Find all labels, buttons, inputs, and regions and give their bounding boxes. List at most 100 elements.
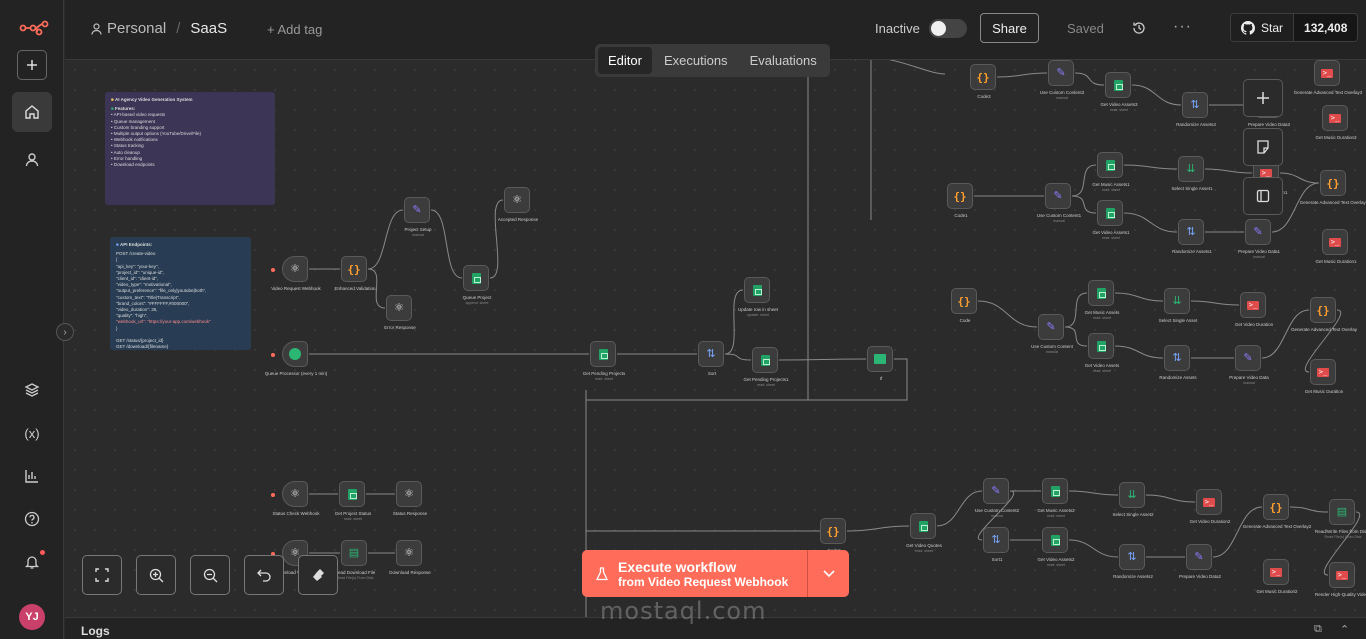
connection-line[interactable] <box>1204 168 1253 174</box>
expand-sidebar-chevron-icon[interactable]: › <box>56 323 74 341</box>
tab-evaluations[interactable]: Evaluations <box>749 53 817 68</box>
node-accepted-response[interactable]: ⚛Accepted Response <box>498 187 538 222</box>
connection-line[interactable] <box>430 209 463 279</box>
connection-line[interactable] <box>1279 172 1320 184</box>
node-generate-advanced-text2[interactable]: {}Generate Advanced Text Overlay2 <box>1243 494 1311 529</box>
connection-line[interactable] <box>978 490 1014 541</box>
connection-line[interactable] <box>778 358 867 361</box>
fit-view-button[interactable] <box>82 555 122 595</box>
node-video-request-webhook[interactable]: ⚛Video Request Webhook <box>271 256 321 291</box>
logs-panel[interactable]: Logs ⧉ ⌃ <box>65 617 1366 639</box>
node-status-response[interactable]: ⚛Status Response <box>393 481 427 516</box>
connection-line[interactable] <box>367 268 386 309</box>
connection-line[interactable] <box>1305 309 1341 373</box>
tidy-up-button[interactable] <box>298 555 338 595</box>
node-status-check-webhook[interactable]: ⚛Status Check Webhook <box>271 481 319 516</box>
node-render-high-quality[interactable]: >_Render High-Quality Video2 <box>1315 562 1366 597</box>
node-generate-advanced-text[interactable]: {}Generate Advanced Text Overlay <box>1291 297 1357 332</box>
sticky-note-api[interactable]: ■ API Endpoints: POST /create-video{"api… <box>110 237 251 350</box>
node-select-single-asset1[interactable]: ⇊Select Single Asset1 <box>1171 156 1213 191</box>
help-icon[interactable] <box>12 499 52 539</box>
node-code3[interactable]: {}Code3 <box>970 64 996 99</box>
connection-line[interactable] <box>936 490 983 527</box>
node-select-single-asset2[interactable]: ⇊Select Single Asset2 <box>1112 482 1154 517</box>
node-randomize-assets2[interactable]: ⇅Randomize Assets2 <box>1113 544 1153 579</box>
connection-line[interactable] <box>1261 309 1310 359</box>
connection-line[interactable] <box>1114 292 1164 302</box>
node-queue-processor[interactable]: Queue Processor (every 1 min) <box>265 341 327 376</box>
node-download-response[interactable]: ⚛Download Response <box>389 540 431 575</box>
tab-executions[interactable]: Executions <box>663 53 728 68</box>
connection-line[interactable] <box>1071 164 1097 197</box>
popout-icon[interactable]: ⧉ <box>1314 623 1322 635</box>
insights-icon[interactable] <box>12 456 52 496</box>
github-star-button[interactable]: Star 132,408 <box>1230 13 1359 42</box>
zoom-in-button[interactable] <box>136 555 176 595</box>
node-prepare-video-data2[interactable]: ✎Prepare Video Data2 <box>1179 544 1221 579</box>
connection-line[interactable] <box>977 300 1038 328</box>
execute-workflow-main[interactable]: Execute workflow from Video Request Webh… <box>582 550 808 597</box>
add-tag-button[interactable]: + Add tag <box>267 22 323 37</box>
connection-line[interactable] <box>1190 300 1240 306</box>
undo-button[interactable] <box>244 555 284 595</box>
node-error-response[interactable]: ⚛Error Response <box>384 295 416 330</box>
node-code1[interactable]: {}Code1 <box>947 183 973 218</box>
connection-line[interactable] <box>1064 326 1088 347</box>
add-icon[interactable] <box>17 50 47 80</box>
node-randomize-assets3[interactable]: ⇅Randomize Assets3 <box>1176 92 1216 127</box>
templates-icon[interactable] <box>12 370 52 410</box>
connection-line[interactable] <box>1074 72 1105 86</box>
connection-line[interactable] <box>846 525 910 532</box>
connection-line[interactable] <box>1068 539 1119 558</box>
chevron-up-icon[interactable]: ⌃ <box>1340 624 1350 636</box>
node-select-single-asset[interactable]: ⇊Select Single Asset <box>1159 288 1197 323</box>
node-code[interactable]: {}Code <box>951 288 977 323</box>
connection-line[interactable] <box>1114 345 1164 359</box>
workflow-canvas[interactable]: ■ AI Agency Video Generation System ■ Fe… <box>65 60 1366 617</box>
connection-line[interactable] <box>855 60 946 75</box>
sticky-note-overview[interactable]: ■ AI Agency Video Generation System ■ Fe… <box>105 92 275 205</box>
connection-line[interactable] <box>1289 506 1329 513</box>
node-enhanced-validation[interactable]: {}Enhanced Validation <box>335 256 375 291</box>
active-toggle[interactable] <box>929 19 967 38</box>
home-icon[interactable] <box>12 92 52 132</box>
connection-line[interactable] <box>724 353 752 361</box>
add-node-button[interactable] <box>1243 79 1283 117</box>
node-randomize-assets1[interactable]: ⇅Randomize Assets1 <box>1172 219 1212 254</box>
connection-line[interactable] <box>1123 212 1178 233</box>
connection-line[interactable] <box>1123 164 1178 170</box>
toggle-panel-button[interactable] <box>1243 177 1283 215</box>
connection-line[interactable] <box>1064 292 1088 328</box>
workflow-name[interactable]: SaaS <box>190 20 228 37</box>
tab-editor[interactable]: Editor <box>598 47 652 74</box>
node-if[interactable]: If <box>867 346 893 381</box>
node-sort1[interactable]: ⇅Sort1 <box>983 527 1009 562</box>
connection-line[interactable] <box>1131 84 1182 106</box>
connection-line[interactable] <box>367 209 404 270</box>
connection-line[interactable] <box>489 199 504 279</box>
connection-line[interactable] <box>1071 195 1097 214</box>
node-get-video-duration2[interactable]: >_Get Video Duration2 <box>1190 489 1230 524</box>
node-get-video-duration[interactable]: >_Get Video Duration <box>1235 292 1273 327</box>
node-get-music-duration3[interactable]: >_Get Music Duration3 <box>1315 105 1357 140</box>
